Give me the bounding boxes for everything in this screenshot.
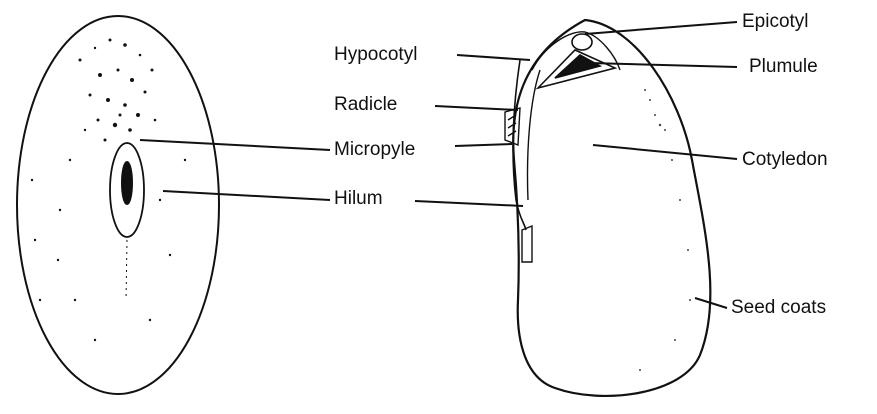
seed-exterior-view (17, 16, 219, 394)
seed-surface-speckles (31, 39, 186, 342)
label-seed-coats: Seed coats (731, 298, 826, 317)
label-epicotyl: Epicotyl (742, 12, 809, 31)
leader-radicle (435, 106, 518, 110)
label-hypocotyl: Hypocotyl (334, 45, 417, 64)
label-radicle: Radicle (334, 95, 397, 114)
seed-outline-exterior (17, 16, 219, 394)
plumule-shape (538, 34, 615, 88)
seed-section-view (513, 20, 710, 396)
leader-cotyledon (593, 145, 737, 159)
raphe-line (126, 240, 127, 300)
leader-lines (140, 22, 737, 308)
leader-micropyle (455, 144, 512, 146)
label-micropyle: Micropyle (334, 140, 415, 159)
leader-hilum-right (415, 201, 523, 206)
leader-micropyle-left (140, 140, 330, 150)
section-stipple (639, 89, 691, 371)
leader-epicotyl (585, 22, 737, 34)
seed-coat-outline (513, 20, 710, 396)
label-plumule: Plumule (749, 57, 818, 76)
hilum-center (122, 162, 132, 204)
label-cotyledon: Cotyledon (742, 150, 828, 169)
label-hilum: Hilum (334, 189, 383, 208)
leader-hypocotyl (457, 55, 530, 60)
embryo-axis-inner (528, 70, 541, 200)
leader-hilum-left (163, 191, 330, 200)
